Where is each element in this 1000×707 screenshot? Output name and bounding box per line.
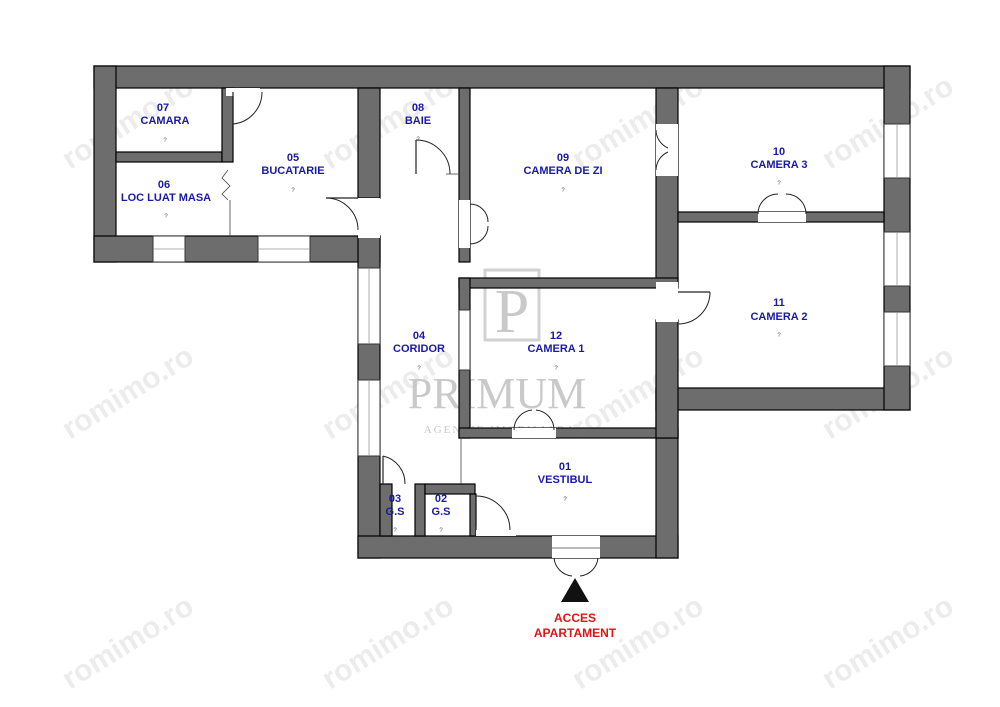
room-area: ?: [777, 181, 781, 187]
entrance-arrow-icon: [561, 578, 589, 602]
room-area: ?: [777, 333, 781, 339]
room-area: ?: [291, 188, 295, 194]
room-03-gs: 03 G.S ?: [386, 493, 405, 534]
room-10-camera-3: 10 CAMERA 3 ?: [750, 146, 807, 187]
room-area: ?: [439, 528, 443, 534]
room-number: 10: [773, 146, 785, 158]
watermark-text: romimo.ro: [56, 589, 199, 696]
room-number: 01: [559, 461, 571, 473]
room-name: BAIE: [405, 115, 431, 127]
wall-bottom-kitchen: [93, 235, 381, 263]
wall-room3-left: [655, 87, 679, 283]
wall-room1-right: [655, 319, 679, 439]
room-number: 06: [158, 179, 170, 191]
room-name: VESTIBUL: [538, 474, 593, 486]
wall-camara-right: [221, 87, 234, 163]
room-number: 02: [435, 493, 447, 505]
room-number: 09: [557, 152, 569, 164]
room-area: ?: [563, 497, 567, 503]
room-number: 05: [287, 152, 299, 164]
wall-baie-right: [458, 87, 471, 263]
room-area: ?: [416, 137, 420, 143]
room-area: ?: [561, 188, 565, 194]
room-name: G.S: [432, 506, 451, 518]
room-number: 11: [773, 297, 785, 309]
room-04-coridor: 04 CORIDOR ?: [393, 330, 445, 372]
room-area: ?: [554, 366, 558, 372]
wall-gs2-left: [414, 483, 426, 537]
room-number: 12: [550, 330, 562, 342]
wall-gs2-top: [424, 483, 476, 495]
wall-bottom: [357, 535, 679, 559]
wall-top: [93, 65, 911, 89]
room-05-bucatarie: 05 BUCATARIE ?: [261, 152, 324, 194]
room-08-baie: 08 BAIE ?: [405, 102, 431, 143]
room-area: ?: [164, 214, 168, 220]
room-02-gs: 02 G.S ?: [432, 493, 451, 534]
room-07-camara: 07 CAMARA ?: [141, 102, 190, 144]
watermark-text: romimo.ro: [316, 589, 459, 696]
logo-monogram: P: [495, 278, 529, 346]
room-area: ?: [417, 366, 421, 372]
watermark-text: romimo.ro: [566, 589, 709, 696]
room-06-loc-luat-masa: 06 LOC LUAT MASA ?: [121, 179, 211, 220]
room-number: 04: [413, 330, 426, 342]
room-name: CAMERA DE ZI: [523, 165, 602, 177]
room-12-camera-1: 12 CAMERA 1 ?: [527, 330, 584, 372]
watermark-text: romimo.ro: [56, 339, 199, 446]
wall-camara: [115, 151, 223, 163]
room-name: CAMARA: [141, 115, 190, 127]
watermark-text: romimo.ro: [816, 589, 959, 696]
room-name: CAMERA 2: [750, 311, 807, 323]
room-01-vestibul: 01 VESTIBUL ?: [538, 461, 593, 503]
room-name: BUCATARIE: [261, 165, 324, 177]
wall-gs2-right: [469, 493, 477, 537]
room-labels: 07 CAMARA ? 06 LOC LUAT MASA ? 05 BUCATA…: [121, 102, 808, 534]
wall-baie-left: [357, 87, 381, 199]
logo-name: PRIMUM: [408, 369, 587, 418]
window: [458, 309, 471, 371]
room-number: 07: [157, 102, 169, 114]
entrance-line-1: ACCES: [554, 611, 596, 625]
room-11-camera-2: 11 CAMERA 2 ?: [750, 297, 807, 339]
windows: [152, 123, 911, 457]
wall-gs3-right: [379, 483, 393, 537]
room-name: LOC LUAT MASA: [121, 192, 211, 204]
room-name: G.S: [386, 506, 405, 518]
room-09-camera-de-zi: 09 CAMERA DE ZI ?: [523, 152, 602, 194]
doors: [221, 88, 807, 577]
room-area: ?: [163, 138, 167, 144]
wall-left: [93, 65, 117, 263]
room-number: 03: [389, 493, 401, 505]
room-area: ?: [393, 528, 397, 534]
wall-room1-top: [458, 277, 679, 289]
entrance-label: ACCES APARTAMENT: [534, 611, 617, 640]
room-name: CAMERA 1: [527, 343, 584, 355]
wall-room1-bottom: [458, 427, 679, 439]
room-name: CAMERA 3: [750, 159, 807, 171]
wall-room2-bottom: [655, 387, 911, 411]
room-name: CORIDOR: [393, 343, 445, 355]
room-number: 08: [412, 102, 424, 114]
entrance-line-2: APARTAMENT: [534, 626, 617, 640]
